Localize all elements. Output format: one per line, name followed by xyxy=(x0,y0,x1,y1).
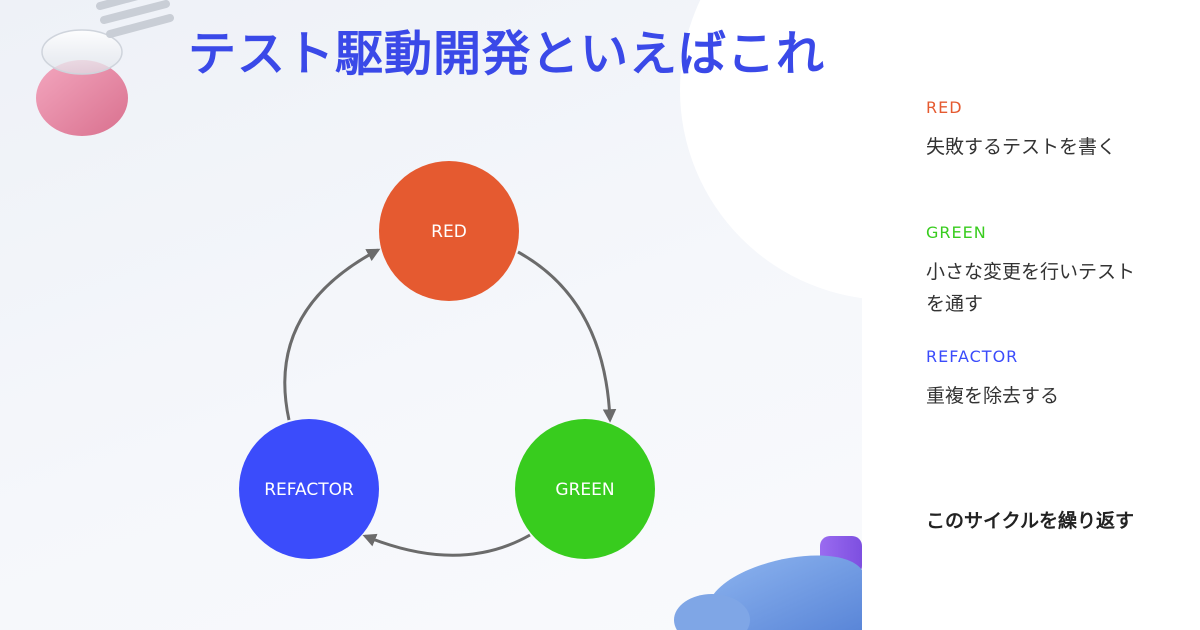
tdd-cycle-diagram: RED GREEN REFACTOR xyxy=(239,161,655,559)
node-refactor-circle xyxy=(239,419,379,559)
legend-red-heading: RED xyxy=(926,98,963,117)
legend-refactor-description: 重複を除去する xyxy=(926,385,1060,407)
node-green: GREEN xyxy=(515,419,655,559)
node-red-label: RED xyxy=(431,222,467,242)
page-title: テスト駆動開発といえばこれ xyxy=(188,26,826,82)
node-refactor: REFACTOR xyxy=(239,419,379,559)
legend-item-red: RED 失敗するテストを書く xyxy=(926,98,1156,163)
node-refactor-label: REFACTOR xyxy=(264,480,354,500)
legend-green-description: 小さな変更を行いテストを通す xyxy=(926,261,1136,315)
legend-refactor-heading: REFACTOR xyxy=(926,347,1019,366)
legend-item-green: GREEN 小さな変更を行いテストを通す xyxy=(926,223,1141,320)
legend-red-description: 失敗するテストを書く xyxy=(926,136,1117,158)
decorative-cylinder-shape xyxy=(674,536,862,630)
arrow-red-to-green xyxy=(517,250,617,423)
legend-green-heading: GREEN xyxy=(926,223,987,242)
decorative-disc-shape xyxy=(36,0,174,136)
legend-panel xyxy=(862,0,1200,630)
legend-item-refactor: REFACTOR 重複を除去する xyxy=(926,347,1156,412)
node-green-label: GREEN xyxy=(555,480,614,500)
node-red-circle xyxy=(379,161,519,301)
arrow-green-to-refactor xyxy=(362,533,531,557)
node-green-circle xyxy=(515,419,655,559)
arrow-refactor-to-red xyxy=(283,248,381,421)
cycle-repeat-note: このサイクルを繰り返す xyxy=(926,510,1135,532)
node-red: RED xyxy=(379,161,519,301)
